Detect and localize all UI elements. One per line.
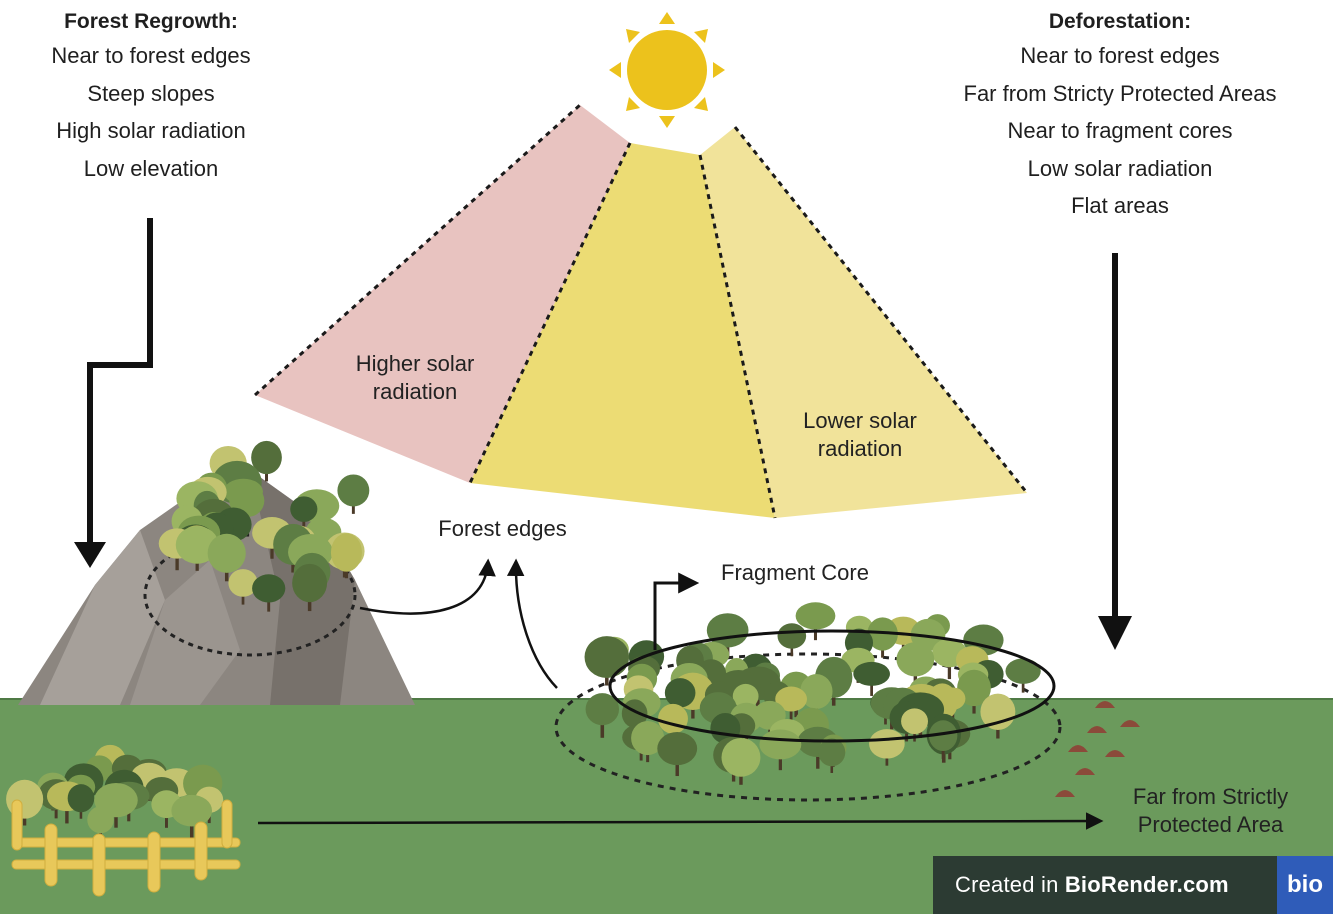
hilltop-forest [143, 440, 370, 657]
regrowth-factor-2: Steep slopes [87, 80, 215, 106]
protected-area [6, 744, 241, 897]
protected-area-label: Far from Strictly Protected Area [1132, 784, 1289, 837]
forest-edges-label: Forest edges [438, 516, 567, 541]
pyramid-face-lower-radiation [700, 127, 1027, 518]
deforestation-factor-2: Far from Stricty Protected Areas [963, 80, 1277, 106]
protected-area-arrow [257, 812, 1104, 830]
fragment-core-label: Fragment Core [721, 560, 869, 585]
regrowth-arrow [87, 218, 153, 546]
biorender-logo: bio [1277, 856, 1333, 914]
sun-icon [609, 12, 725, 128]
deforestation-list: Deforestation: Near to forest edges Far … [925, 7, 1315, 225]
badge-text: Created in BioRender.com [955, 872, 1229, 897]
deforestation-factor-5: Flat areas [1071, 193, 1169, 218]
deforestation-stumps [1055, 701, 1140, 797]
higher-solar-radiation-label: Higher solar radiation [355, 351, 475, 404]
regrowth-factor-3: High solar radiation [56, 118, 246, 143]
regrowth-arrow-head [74, 542, 106, 568]
forest-regrowth-title: Forest Regrowth: [64, 10, 238, 33]
fragment-to-edges-arrow [506, 558, 558, 689]
pyramid-face-higher-radiation [255, 105, 630, 483]
regrowth-factor-4: Low elevation [83, 155, 219, 181]
deforestation-arrow-head [1098, 616, 1132, 650]
fragment-core-ring [608, 629, 1056, 743]
deforestation-title: Deforestation: [1048, 10, 1192, 33]
forest-regrowth-list: Forest Regrowth: Near to forest edges St… [20, 7, 282, 187]
lower-solar-radiation-label: Lower solar radiation [803, 408, 917, 461]
fragment-forest [554, 602, 1062, 802]
fence [11, 799, 241, 897]
biorender-badge[interactable]: Created in BioRender.com bio [933, 856, 1333, 914]
deforestation-factor-1: Near to forest edges [1020, 43, 1220, 68]
sunlight-pyramid [254, 103, 1029, 519]
pyramid-face-center [470, 143, 775, 518]
regrowth-factor-1: Near to forest edges [51, 43, 251, 68]
hill-to-edges-arrow [359, 558, 496, 615]
deforestation-factor-4: Low solar radiation [1027, 155, 1213, 181]
deforestation-factor-3: Near to fragment cores [1007, 118, 1233, 143]
fragment-core-arrow [653, 572, 700, 650]
